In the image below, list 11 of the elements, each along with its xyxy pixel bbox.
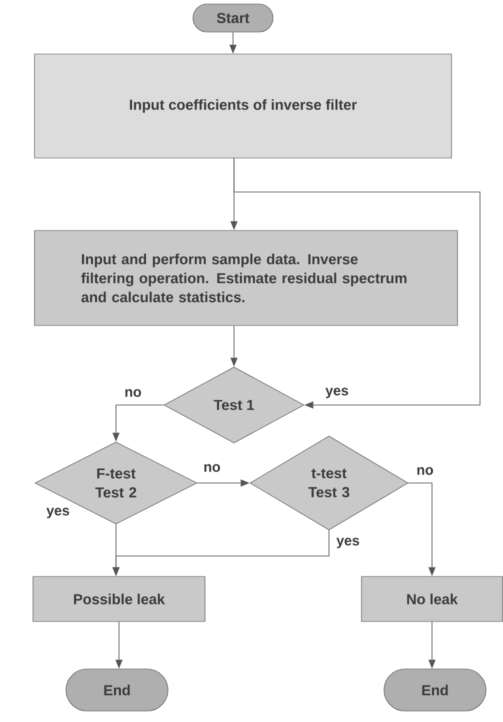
end-terminal: End	[384, 668, 486, 712]
process-box: Input and perform sample data. Inverse filtering operation. Estimate residual spectrum and calculate statistics.	[34, 230, 458, 326]
end-terminal: End	[66, 668, 168, 712]
arrow	[234, 158, 480, 409]
process-box: Possible leak	[32, 576, 206, 622]
edge-label: no	[123, 388, 143, 398]
process-box: No leak	[361, 576, 503, 622]
start-terminal: Start	[192, 4, 274, 32]
edge-label: no	[415, 466, 435, 476]
process-box: Input coefficients of inverse filter	[34, 54, 452, 158]
edge-label: no	[202, 463, 222, 473]
